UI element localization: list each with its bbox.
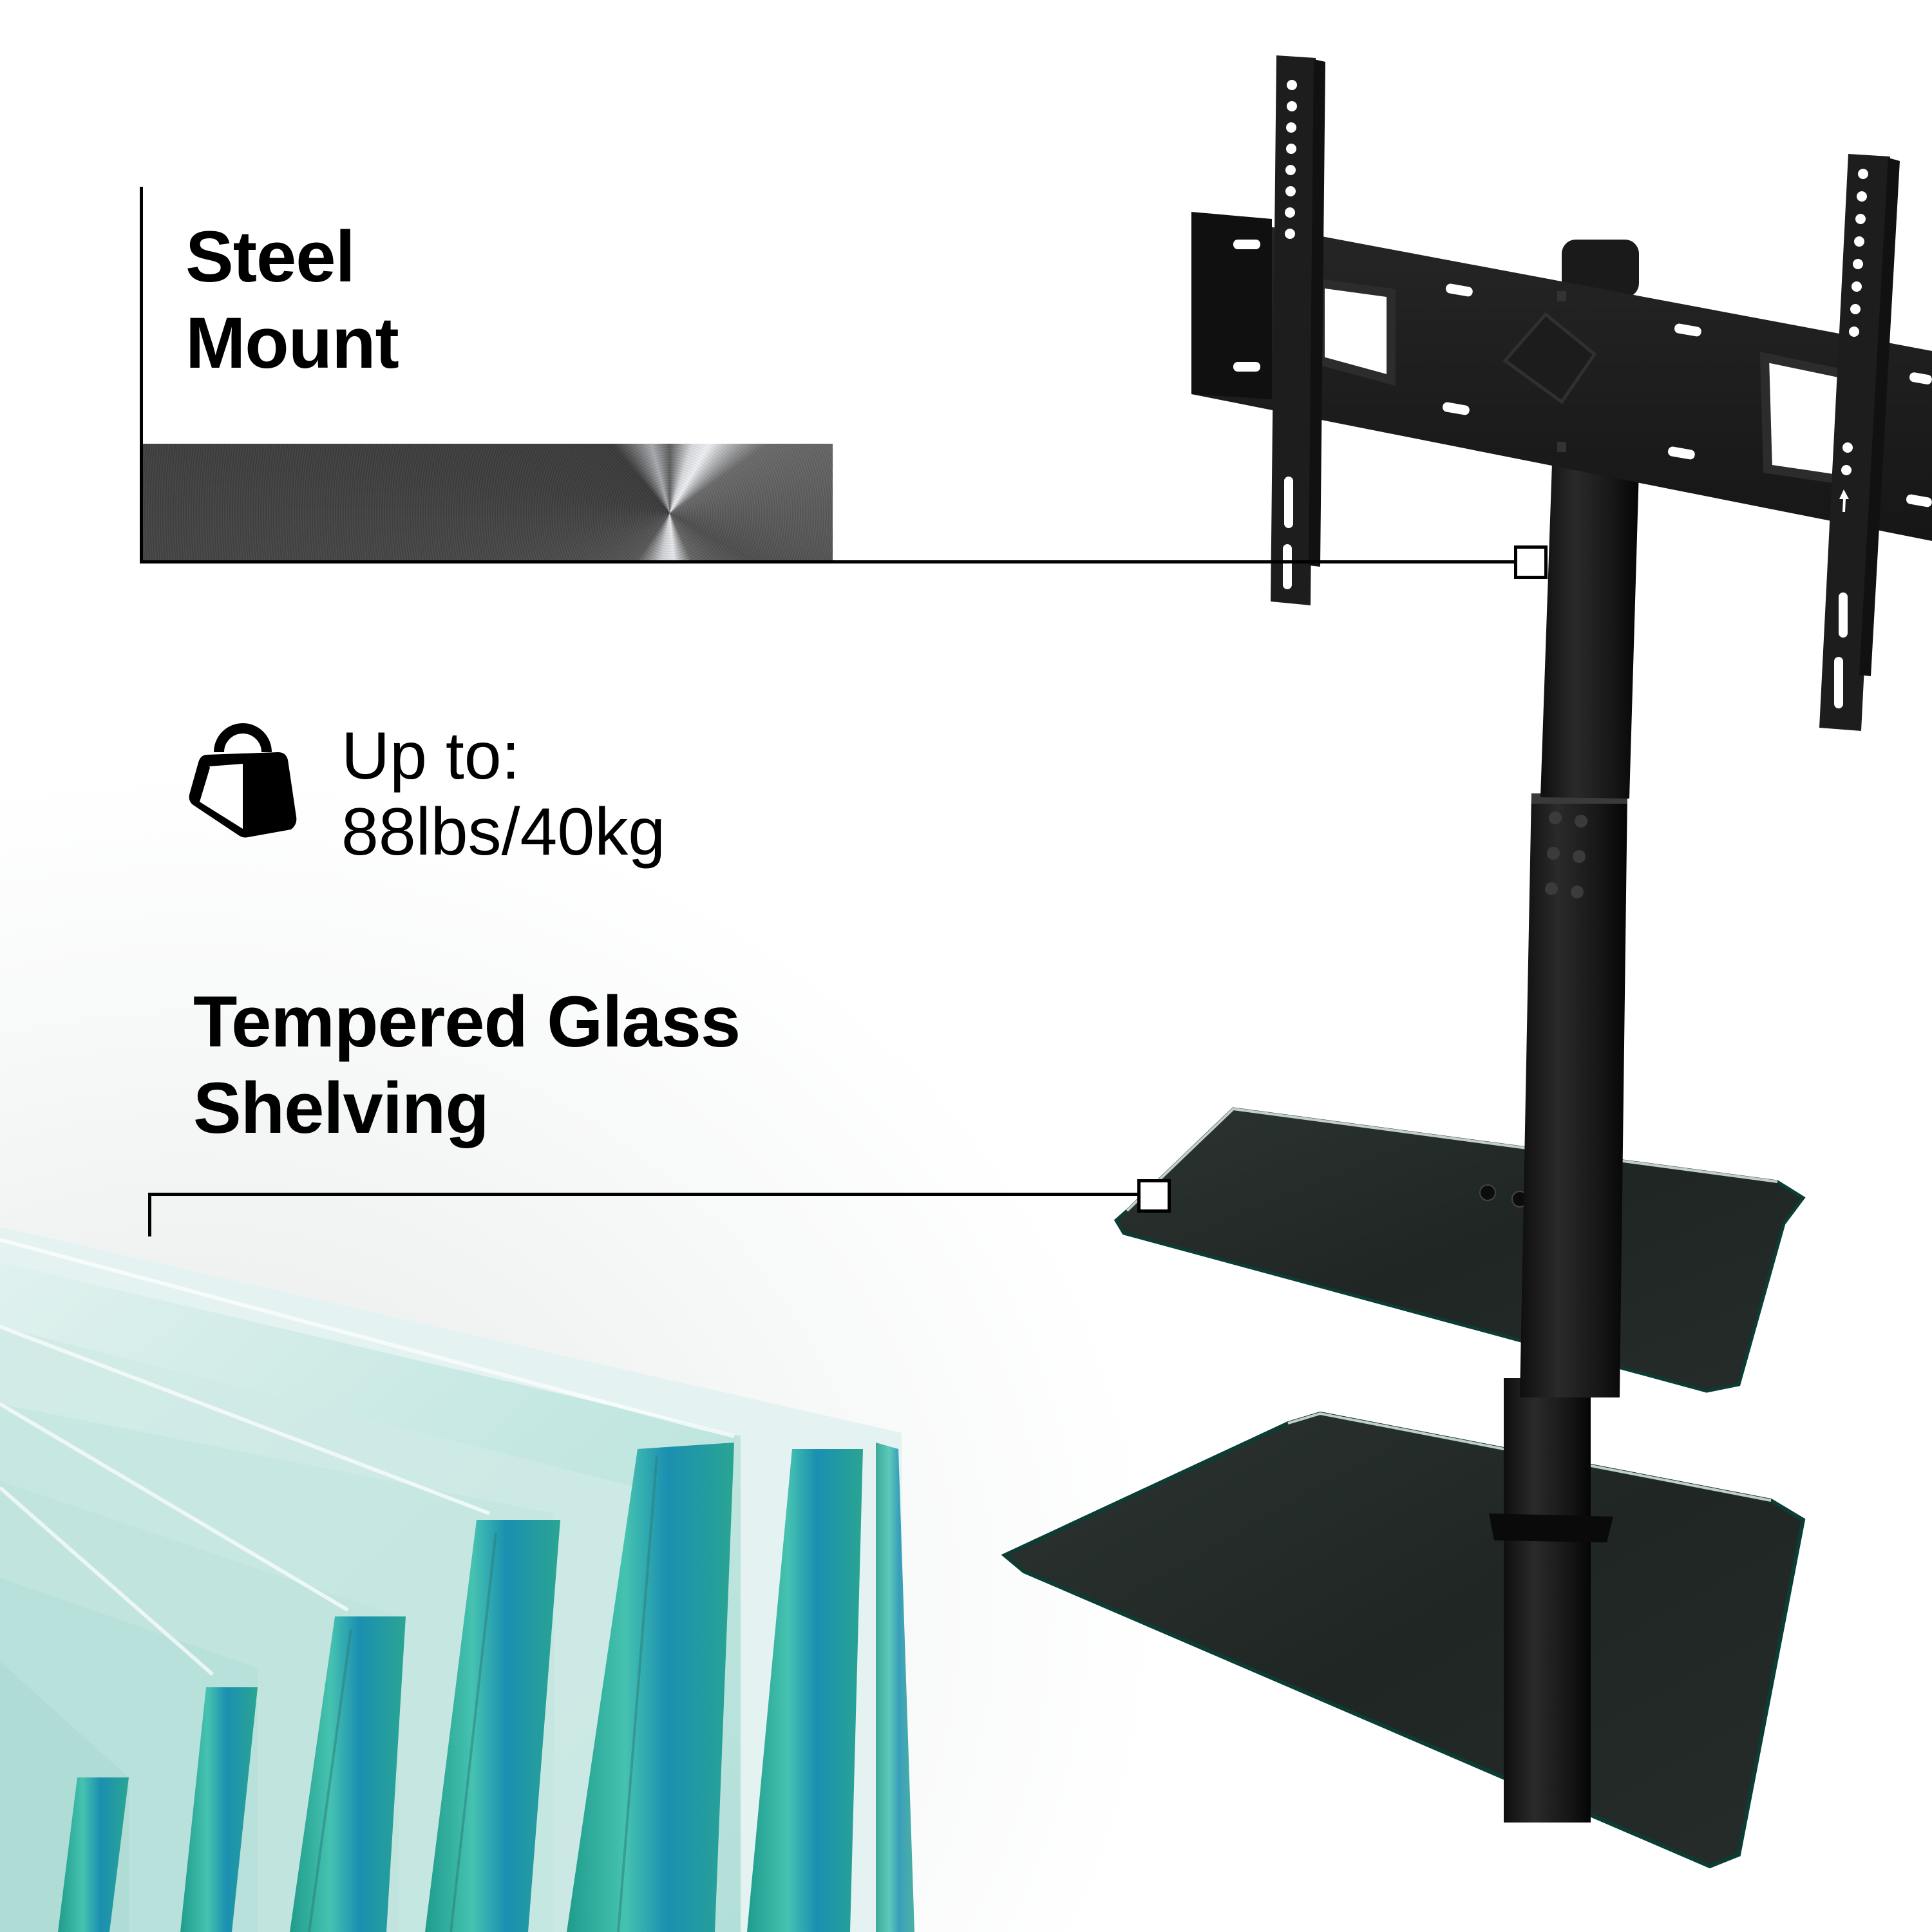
- left-vesa-bracket: [1271, 55, 1325, 605]
- right-vesa-bracket: [1819, 154, 1900, 731]
- upper-glass-shelf: [1113, 1107, 1806, 1393]
- steel-mount-title-line2: Mount: [185, 303, 399, 383]
- weight-capacity-label: Up to:: [341, 719, 520, 793]
- steel-callout-leader-line: [140, 560, 1515, 564]
- glass-shelving-title-line1: Tempered Glass: [193, 981, 741, 1062]
- glass-shelving-title: Tempered Glass Shelving: [193, 979, 741, 1151]
- weight-capacity-value: 88lbs/40kg: [341, 795, 666, 869]
- adjustable-column-sleeve: [1520, 793, 1627, 1397]
- weight-capacity-text: Up to: 88lbs/40kg: [341, 718, 665, 870]
- steel-callout-marker: [1514, 545, 1548, 579]
- glass-callout-vertical-line: [148, 1193, 151, 1236]
- glass-callout-marker: [1137, 1179, 1171, 1213]
- steel-mount-title: Steel Mount: [185, 214, 399, 386]
- column-top-cap: [1562, 240, 1639, 298]
- glass-panes-group: [0, 1227, 914, 1932]
- glass-shelving-title-line2: Shelving: [193, 1068, 489, 1148]
- lower-column: [1489, 1378, 1613, 1823]
- glass-callout-leader-line: [148, 1193, 1139, 1196]
- steel-callout-vertical-line: [140, 187, 143, 564]
- brushed-steel-swatch: [143, 444, 833, 561]
- steel-mount-title-line1: Steel: [185, 216, 355, 297]
- vesa-mount-plate: [1191, 212, 1932, 541]
- upper-column: [1540, 464, 1639, 799]
